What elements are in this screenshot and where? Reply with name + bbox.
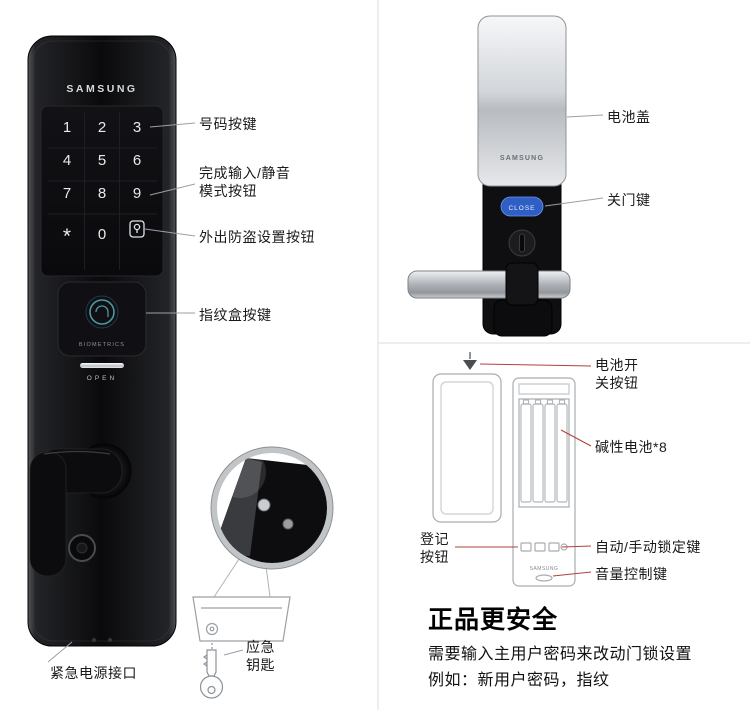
key-5[interactable]: 5 <box>98 152 106 169</box>
fingerprint-box-label: 指纹盒按键 <box>199 307 272 323</box>
info-line-2: 例如：新用户密码，指纹 <box>428 672 610 689</box>
key-star[interactable]: * <box>63 225 71 248</box>
alkaline-battery-label: 碱性电池*8 <box>595 439 668 455</box>
open-label: OPEN <box>87 375 117 382</box>
mute-mode-label: 完成输入/静音 模式按钮 <box>199 165 291 199</box>
close-button-label: CLOSE <box>508 205 535 212</box>
register-button[interactable] <box>520 542 532 552</box>
away-security-key-icon[interactable] <box>129 220 145 238</box>
close-button[interactable]: CLOSE <box>500 196 544 217</box>
brand-logo-front: SAMSUNG <box>66 83 137 95</box>
emergency-power-port <box>92 638 112 642</box>
biometrics-label: BIOMETRICS <box>79 342 125 348</box>
brand-logo-diagram: SAMSUNG <box>530 566 559 572</box>
info-title: 正品更安全 <box>428 606 559 634</box>
number-keys-label: 号码按键 <box>199 116 257 132</box>
auto-manual-label: 自动/手动锁定键 <box>595 539 701 555</box>
number-keypad: 1 2 3 4 5 6 7 8 9 * 0 <box>40 105 164 277</box>
battery-compartment-drawing: SAMSUNG <box>432 352 576 587</box>
volume-control-label: 音量控制键 <box>595 566 668 582</box>
back-handle[interactable] <box>407 262 571 306</box>
key-9[interactable]: 9 <box>133 185 141 202</box>
key-7[interactable]: 7 <box>63 185 71 202</box>
close-key-label: 关门键 <box>607 192 651 208</box>
key-8[interactable]: 8 <box>98 185 106 202</box>
back-lock-photo: SAMSUNG CLOSE <box>407 15 571 337</box>
open-indicator: OPEN <box>80 363 124 382</box>
key-0[interactable]: 0 <box>98 226 106 243</box>
bottom-detail-magnifier <box>210 446 334 598</box>
gray-callout-lines <box>47 114 604 663</box>
key-3[interactable]: 3 <box>133 119 141 136</box>
key-cylinder[interactable] <box>68 534 96 562</box>
brand-logo-back: SAMSUNG <box>500 155 544 162</box>
info-line-1: 需要输入主用户密码来改动门锁设置 <box>428 646 693 663</box>
key-4[interactable]: 4 <box>63 152 71 169</box>
battery-callout-lines <box>455 363 592 577</box>
fingerprint-icon <box>89 299 115 325</box>
lock-bottom-view-drawing <box>192 596 291 642</box>
key-1[interactable]: 1 <box>63 119 71 136</box>
register-button-label: 登记 按钮 <box>420 531 449 565</box>
emergency-key-label: 应急 钥匙 <box>246 639 275 673</box>
key-6[interactable]: 6 <box>133 152 141 169</box>
front-handle[interactable] <box>29 443 132 577</box>
lock-mode-switch[interactable] <box>548 542 560 552</box>
auto-manual-switch[interactable] <box>534 542 546 552</box>
thumb-turn-knob[interactable] <box>508 229 536 257</box>
emergency-key-drawing <box>199 643 224 699</box>
emergency-power-label: 紧急电源接口 <box>50 665 137 681</box>
away-mode-label: 外出防盗设置按钮 <box>199 229 315 245</box>
front-lock-photo: SAMSUNG 1 2 3 4 5 6 7 <box>27 35 177 647</box>
fingerprint-module[interactable]: BIOMETRICS <box>57 281 147 357</box>
battery-cover-label: 电池盖 <box>607 109 651 125</box>
key-2[interactable]: 2 <box>98 119 106 136</box>
battery-open-label: 电池开 关按钮 <box>595 357 639 391</box>
